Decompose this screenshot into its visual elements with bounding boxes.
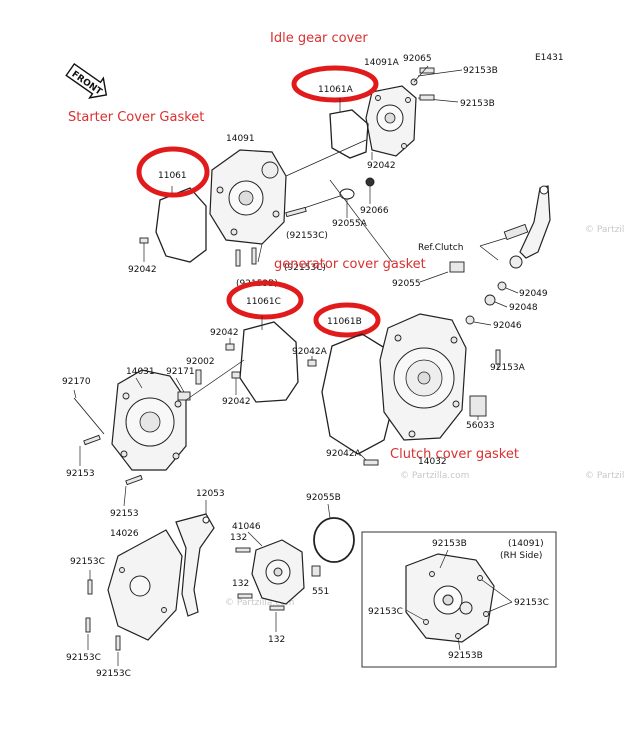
pn-92153C: 92153C xyxy=(96,669,131,679)
circle-marker xyxy=(136,146,210,198)
pn-92153C: 92153C xyxy=(66,653,101,663)
pn-92042A: 92042A xyxy=(326,449,362,459)
pn-92066: 92066 xyxy=(360,206,389,216)
oil-pump-part xyxy=(251,539,305,605)
pn-92055: 92055 xyxy=(392,279,421,289)
pn-92153: 92153 xyxy=(66,469,95,479)
pn-92153B: 92153B xyxy=(460,99,495,109)
generator-cover-part xyxy=(111,369,187,471)
clutch-cover-gasket-label: Clutch cover gasket xyxy=(390,447,519,462)
pn-41046: 41046 xyxy=(232,522,261,532)
pn-92153C: (92153C) xyxy=(286,231,328,241)
lower-cover-part xyxy=(107,529,183,641)
pn-132: 132 xyxy=(232,579,249,589)
pn-92153B: 92153B xyxy=(448,651,483,661)
watermark: © Partzilla.com xyxy=(585,471,625,481)
pn-11061C: 11061C xyxy=(246,297,281,307)
circle-marker xyxy=(291,65,379,103)
pn-12053: 12053 xyxy=(196,489,225,499)
pn-92153C: 92153C xyxy=(514,598,549,608)
rh-side-inset: (14091) (RH Side) 92153B 92153C 92153C 9… xyxy=(361,531,557,668)
pn-92042A: 92042A xyxy=(292,347,328,357)
chain-guide-part xyxy=(175,513,215,617)
front-arrow-icon: FRONT xyxy=(65,62,108,99)
clutch-cover-part xyxy=(379,313,467,441)
pn-11061A: 11061A xyxy=(318,85,354,95)
starter-cover-gasket-label: Starter Cover Gasket xyxy=(68,110,204,125)
pn-92046: 92046 xyxy=(493,321,522,331)
pn-92002: 92002 xyxy=(186,357,215,367)
diagram-code: E1431 xyxy=(535,53,564,63)
o-ring-part xyxy=(313,517,355,563)
pn-92153A: 92153A xyxy=(490,363,526,373)
watermarks: © Partzilla.com © Partzilla.com © Partzi… xyxy=(225,225,625,608)
pn-92153C: 92153C xyxy=(368,607,403,617)
ref-clutch-label: Ref.Clutch xyxy=(418,243,463,253)
pn-11061: 11061 xyxy=(158,171,187,181)
pn-92153B: 92153B xyxy=(463,66,498,76)
pn-92042: 92042 xyxy=(128,265,157,275)
generator-gasket xyxy=(239,321,299,403)
idle-gear-cover-label: Idle gear cover xyxy=(270,31,368,46)
idle-gear-cover-part xyxy=(365,85,417,157)
pn-92042: 92042 xyxy=(222,397,251,407)
clutch-lever-part xyxy=(503,185,551,269)
pn-132: 132 xyxy=(268,635,285,645)
generator-cover-gasket-label: generator cover gasket xyxy=(274,257,426,272)
pn-14091: 14091 xyxy=(226,134,255,144)
pn-92042: 92042 xyxy=(367,161,396,171)
circle-marker xyxy=(226,280,304,320)
pn-92153C: (92153C) xyxy=(284,263,326,273)
watermark: © Partzilla.com xyxy=(225,598,294,608)
starter-cover-part xyxy=(209,149,287,245)
watermark: © Partzilla.com xyxy=(400,471,469,481)
pn-92170: 92170 xyxy=(62,377,91,387)
pn-92042: 92042 xyxy=(210,328,239,338)
inset-subtitle: (RH Side) xyxy=(500,551,542,561)
watermark: © Partzilla.com xyxy=(585,225,625,235)
pn-92153: 92153 xyxy=(110,509,139,519)
pn-92055B: 92055B xyxy=(306,493,341,503)
pn-132: 132 xyxy=(230,533,247,543)
pn-14031: 14031 xyxy=(126,367,155,377)
starter-gasket xyxy=(155,187,207,263)
pn-92055A: 92055A xyxy=(332,219,368,229)
pn-92171: 92171 xyxy=(166,367,195,377)
pn-92048: 92048 xyxy=(509,303,538,313)
pn-92153B: 92153B xyxy=(432,539,467,549)
pn-56033: 56033 xyxy=(466,421,495,431)
pn-92153C: 92153C xyxy=(70,557,105,567)
pn-14026: 14026 xyxy=(110,529,139,539)
pn-551: 551 xyxy=(312,587,329,597)
pn-14091A: 14091A xyxy=(364,58,400,68)
pn-92065: 92065 xyxy=(403,54,432,64)
inset-title: (14091) xyxy=(508,539,544,549)
pn-92049: 92049 xyxy=(519,289,548,299)
pn-11061B: 11061B xyxy=(327,317,362,327)
circle-marker xyxy=(313,302,381,338)
idle-gear-gasket xyxy=(329,109,369,159)
clutch-gasket xyxy=(321,333,395,455)
pn-14032: 14032 xyxy=(418,457,447,467)
